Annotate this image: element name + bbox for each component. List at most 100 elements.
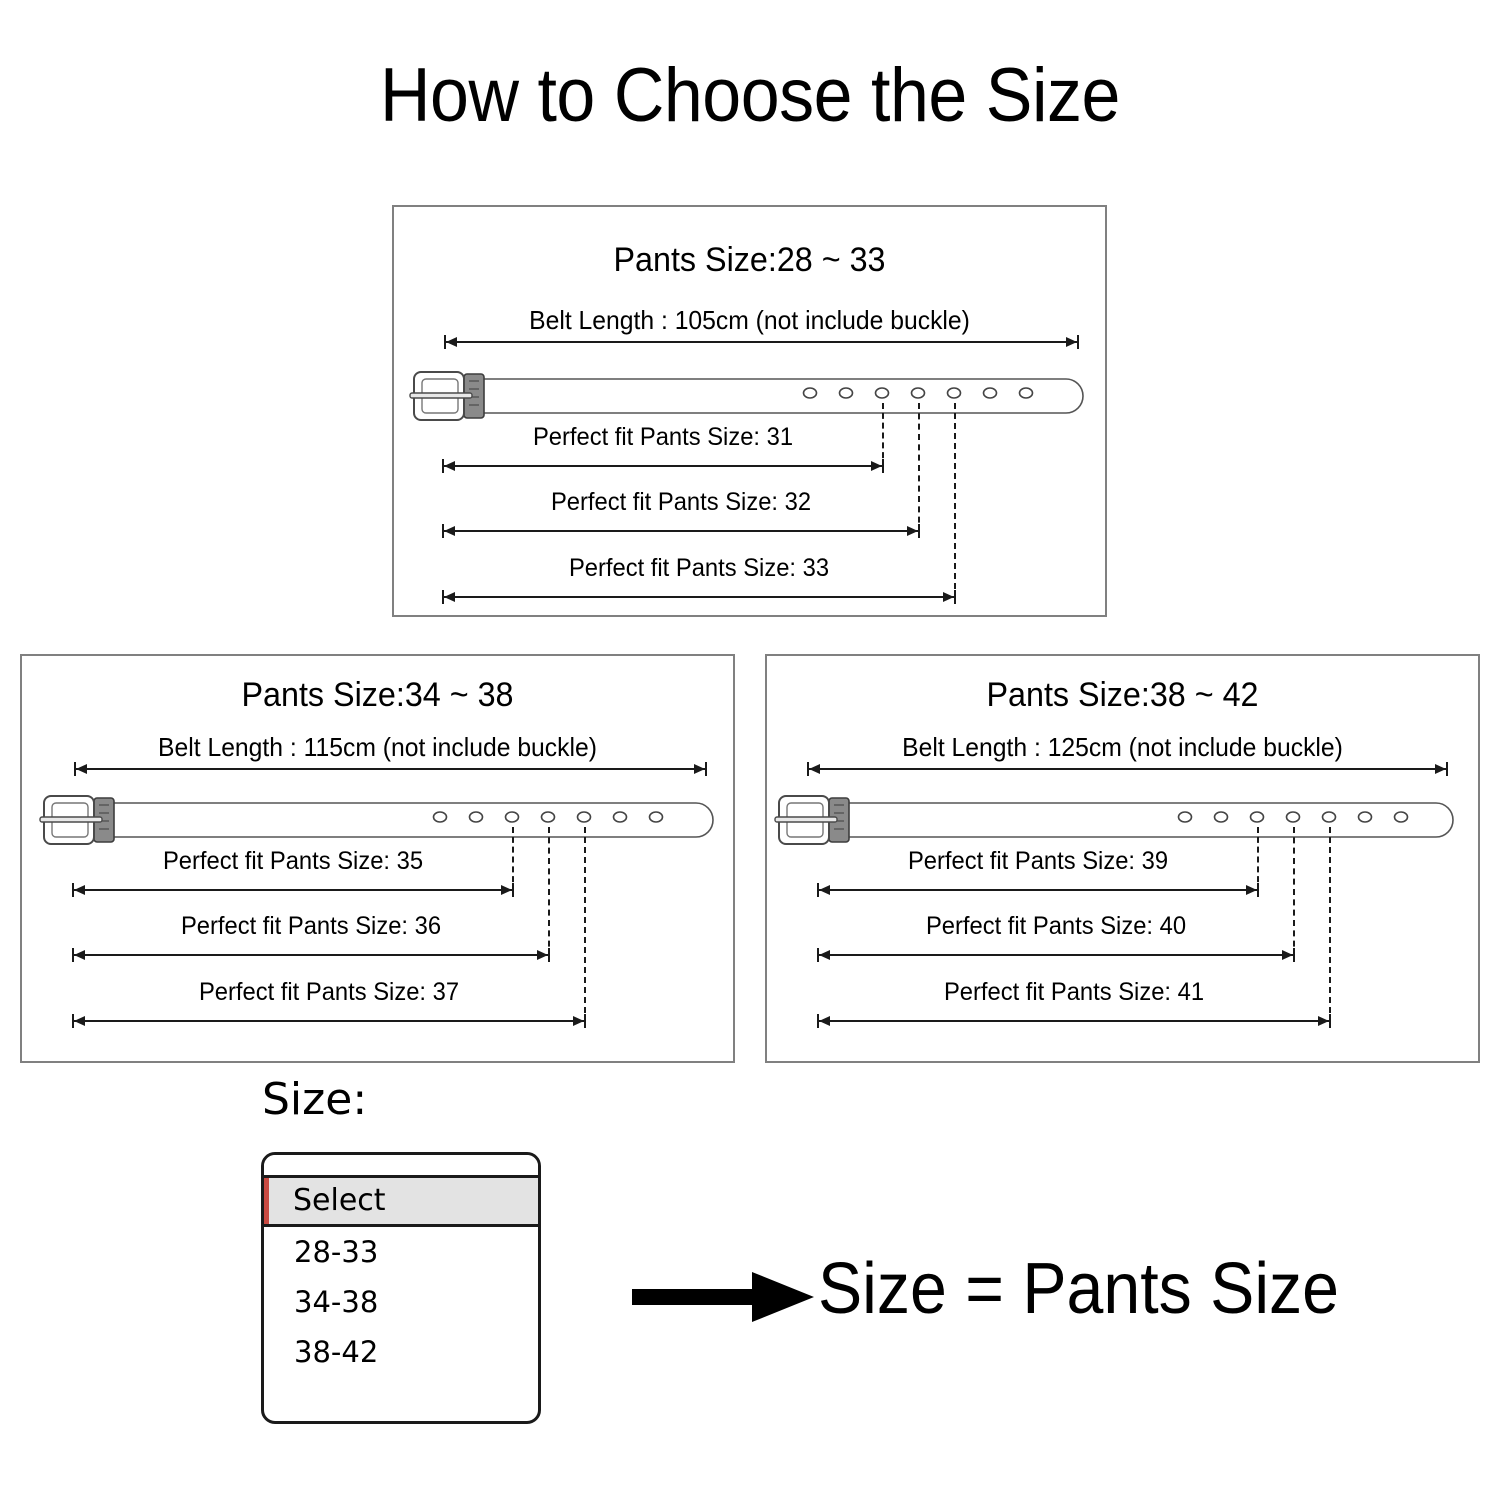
panel-title: Pants Size:28 ~ 33 xyxy=(613,241,886,279)
dimension-arrow-right xyxy=(871,461,882,471)
dimension-arrow-right xyxy=(1246,885,1257,895)
dimension-arrow-left xyxy=(444,526,455,536)
fit-dimension-line xyxy=(817,948,1295,962)
belt-illustration xyxy=(406,365,1106,427)
dimension-tick-left xyxy=(807,762,809,776)
leader-line-size-41 xyxy=(1329,827,1331,1023)
dropdown-option-28-33[interactable]: 28-33 xyxy=(264,1227,538,1277)
dimension-bar xyxy=(817,954,1295,956)
dimension-tick-left xyxy=(817,948,819,962)
dimension-arrow-right xyxy=(1435,764,1446,774)
dropdown-option-label: 34-38 xyxy=(294,1284,379,1319)
conclusion-text: Size = Pants Size xyxy=(818,1249,1339,1329)
panel-title: Pants Size:38 ~ 42 xyxy=(986,676,1259,714)
fit-row: Perfect fit Pants Size: 40 xyxy=(817,914,1295,968)
dropdown-option-label: 28-33 xyxy=(294,1234,379,1269)
fit-dimension-line xyxy=(817,883,1259,897)
belt-illustration xyxy=(771,789,1471,851)
dimension-arrow-right xyxy=(694,764,705,774)
dimension-arrow-right xyxy=(1282,950,1293,960)
dimension-bar xyxy=(72,1020,586,1022)
fit-label: Perfect fit Pants Size: 31 xyxy=(532,423,794,451)
dimension-arrow-left xyxy=(819,1016,830,1026)
leader-line-size-35 xyxy=(512,827,514,892)
dimension-tick-right xyxy=(1077,335,1079,349)
dimension-tick-right xyxy=(1293,948,1295,962)
fit-label: Perfect fit Pants Size: 33 xyxy=(568,554,830,582)
dimension-arrow-left xyxy=(819,950,830,960)
dropdown-option-34-38[interactable]: 34-38 xyxy=(264,1277,538,1327)
belt-length-dimension-line xyxy=(444,335,1079,349)
size-selector-label: Size: xyxy=(262,1074,368,1125)
dimension-tick-left xyxy=(72,948,74,962)
dimension-arrow-left xyxy=(444,461,455,471)
size-panel-34-38: Pants Size:34 ~ 38 Belt Length : 115cm (… xyxy=(20,654,735,1063)
dimension-arrow-left xyxy=(76,764,87,774)
dimension-bar xyxy=(444,341,1079,343)
dimension-tick-left xyxy=(817,883,819,897)
dimension-arrow-right xyxy=(1066,337,1077,347)
fit-dimension-line xyxy=(442,524,920,538)
leader-line-size-32 xyxy=(918,403,920,533)
dimension-tick-left xyxy=(442,459,444,473)
dimension-tick-right xyxy=(1257,883,1259,897)
selection-accent-bar xyxy=(264,1178,269,1224)
dimension-bar xyxy=(72,954,550,956)
fit-label: Perfect fit Pants Size: 36 xyxy=(180,912,442,940)
dimension-arrow-right xyxy=(573,1016,584,1026)
dimension-tick-right xyxy=(1329,1014,1331,1028)
dimension-tick-right xyxy=(548,948,550,962)
dimension-tick-right xyxy=(1446,762,1448,776)
fit-label: Perfect fit Pants Size: 40 xyxy=(925,912,1187,940)
fit-label: Perfect fit Pants Size: 37 xyxy=(198,978,460,1006)
page-title: How to Choose the Size xyxy=(380,53,1120,138)
dimension-bar xyxy=(817,1020,1331,1022)
dimension-arrow-left xyxy=(74,885,85,895)
dimension-tick-left xyxy=(817,1014,819,1028)
fit-dimension-line xyxy=(72,1014,586,1028)
dimension-bar xyxy=(807,768,1448,770)
fit-label: Perfect fit Pants Size: 35 xyxy=(162,847,424,875)
fit-row: Perfect fit Pants Size: 39 xyxy=(817,849,1259,903)
belt-length-dimension-line xyxy=(807,762,1448,776)
fit-row: Perfect fit Pants Size: 35 xyxy=(72,849,514,903)
dimension-tick-right xyxy=(584,1014,586,1028)
size-dropdown[interactable]: Select 28-33 34-38 38-42 xyxy=(261,1152,541,1424)
leader-line-size-31 xyxy=(882,403,884,468)
belt-illustration xyxy=(36,789,736,851)
dimension-tick-right xyxy=(512,883,514,897)
dimension-arrow-right xyxy=(1318,1016,1329,1026)
fit-label: Perfect fit Pants Size: 32 xyxy=(550,488,812,516)
fit-dimension-line xyxy=(442,459,884,473)
dimension-arrow-right xyxy=(501,885,512,895)
dimension-arrow-right xyxy=(537,950,548,960)
dimension-tick-left xyxy=(74,762,76,776)
dimension-bar xyxy=(74,768,707,770)
dropdown-selected-option[interactable]: Select xyxy=(264,1175,538,1227)
dimension-bar xyxy=(817,889,1259,891)
panel-title: Pants Size:34 ~ 38 xyxy=(241,676,514,714)
right-arrow-icon xyxy=(632,1268,814,1326)
dimension-tick-left xyxy=(72,883,74,897)
dimension-tick-left xyxy=(442,590,444,604)
dropdown-option-38-42[interactable]: 38-42 xyxy=(264,1327,538,1377)
dropdown-option-label: 38-42 xyxy=(294,1334,379,1369)
dimension-arrow-left xyxy=(444,592,455,602)
dimension-tick-left xyxy=(72,1014,74,1028)
dimension-bar xyxy=(442,530,920,532)
belt-length-label: Belt Length : 115cm (not include buckle) xyxy=(158,732,597,762)
belt-length-label: Belt Length : 105cm (not include buckle) xyxy=(529,305,970,335)
fit-row: Perfect fit Pants Size: 36 xyxy=(72,914,550,968)
dimension-arrow-right xyxy=(907,526,918,536)
size-panel-38-42: Pants Size:38 ~ 42 Belt Length : 125cm (… xyxy=(765,654,1480,1063)
leader-line-size-33 xyxy=(954,403,956,599)
fit-row: Perfect fit Pants Size: 41 xyxy=(817,980,1331,1034)
dimension-arrow-left xyxy=(74,950,85,960)
dimension-bar xyxy=(442,596,956,598)
fit-row: Perfect fit Pants Size: 31 xyxy=(442,425,884,479)
dimension-tick-right xyxy=(954,590,956,604)
fit-dimension-line xyxy=(72,883,514,897)
fit-label: Perfect fit Pants Size: 41 xyxy=(943,978,1205,1006)
fit-row: Perfect fit Pants Size: 37 xyxy=(72,980,586,1034)
